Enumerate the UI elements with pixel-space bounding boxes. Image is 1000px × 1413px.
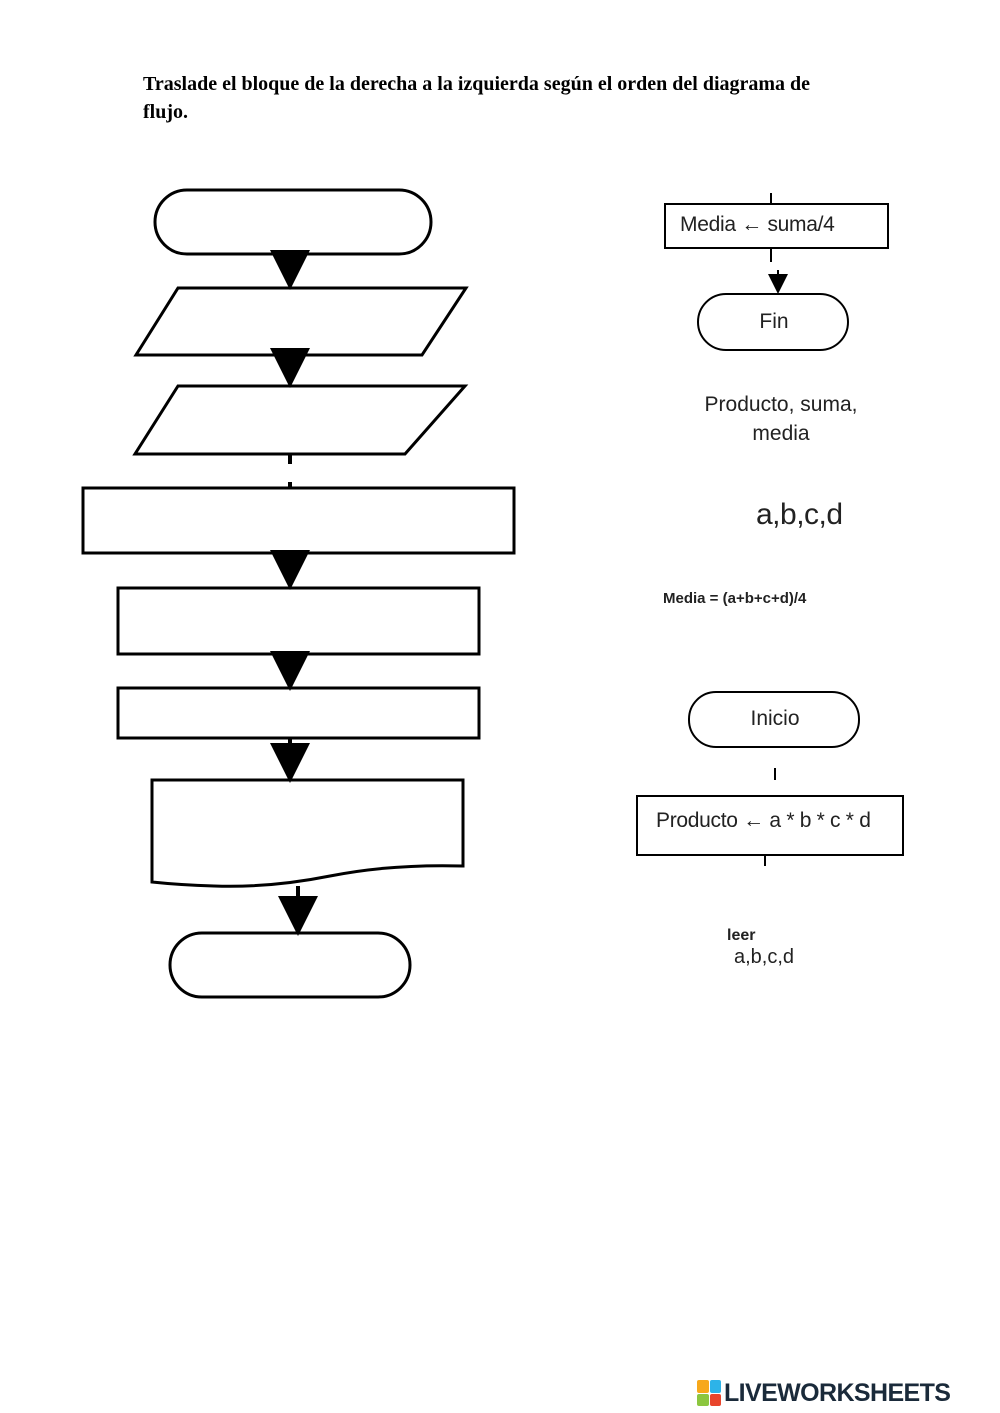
block-producto-suma-media[interactable]: Producto, suma, media	[704, 393, 858, 445]
block-inicio-label: Inicio	[750, 707, 800, 730]
brand-logo: LIVEWORKSHEETS	[697, 1378, 997, 1408]
slot-process-1[interactable]	[81, 486, 516, 555]
block-inicio[interactable]	[688, 691, 860, 748]
block-media-formula[interactable]: Media = (a+b+c+d)/4	[663, 590, 807, 607]
slot-output-document[interactable]	[150, 778, 465, 888]
block-leer-vars[interactable]: a,b,c,d	[734, 946, 795, 968]
slot-start-terminator[interactable]	[153, 188, 433, 256]
block-media-suma[interactable]	[664, 203, 889, 249]
block-abcd[interactable]: a,b,c,d	[756, 498, 843, 531]
block-fin-label: Fin	[759, 310, 789, 333]
block-fin[interactable]	[697, 293, 849, 351]
block-media-suma-label: Media ← suma/4	[680, 213, 835, 236]
block-producto-label: Producto ← a * b * c * d	[656, 809, 871, 832]
slot-input-1[interactable]	[133, 286, 469, 357]
brand-name: LIVEWORKSHEETS	[724, 1378, 951, 1407]
slot-process-2[interactable]	[116, 586, 481, 656]
block-producto[interactable]	[636, 795, 904, 856]
instructions-text: Traslade el bloque de la derecha a la iz…	[143, 73, 811, 123]
slot-end-terminator[interactable]	[168, 931, 412, 999]
block-leer-label[interactable]: leer	[727, 927, 756, 944]
slot-process-3[interactable]	[116, 686, 481, 740]
liveworksheets-icon	[697, 1380, 721, 1406]
slot-input-2[interactable]	[132, 384, 469, 456]
